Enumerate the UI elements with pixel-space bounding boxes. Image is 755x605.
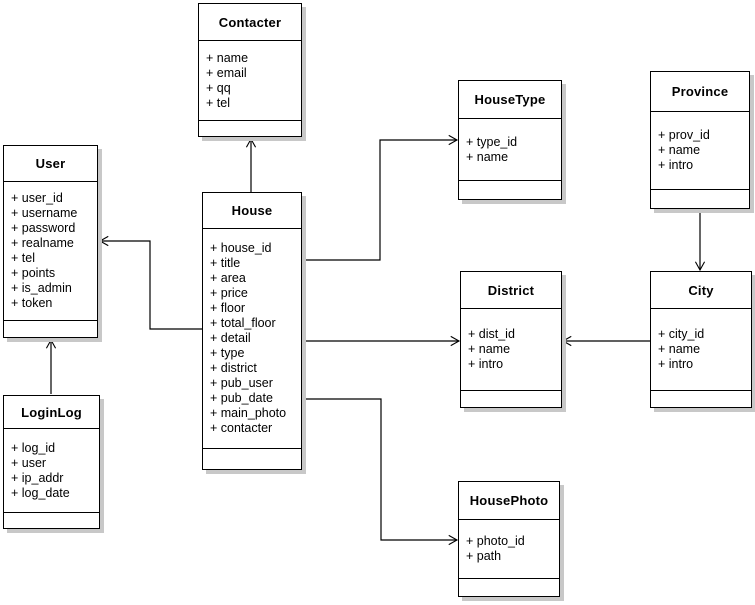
entity-housetype[interactable]: HouseType+ type_id+ name xyxy=(458,80,562,200)
entity-methods-empty-loginlog xyxy=(4,513,99,528)
entity-loginlog[interactable]: LoginLog+ log_id+ user+ ip_addr+ log_dat… xyxy=(3,395,100,529)
entity-attribute: + name xyxy=(466,149,509,164)
entity-attributes-house: + house_id+ title+ area+ price+ floor+ t… xyxy=(203,229,301,449)
entity-attribute: + contacter xyxy=(210,421,273,435)
entity-attribute: + intro xyxy=(658,357,694,371)
entity-attribute: + type_id xyxy=(466,134,518,149)
entity-attribute: + log_date xyxy=(11,485,70,500)
entity-attribute: + token xyxy=(11,296,53,310)
entity-city[interactable]: City+ city_id+ name+ intro xyxy=(650,271,752,408)
entity-contacter[interactable]: Contacter+ name+ email+ qq+ tel xyxy=(198,3,302,137)
entity-user[interactable]: User+ user_id+ username+ password+ realn… xyxy=(3,145,98,338)
entity-attribute: + user_id xyxy=(11,191,63,205)
entity-attributes-city: + city_id+ name+ intro xyxy=(651,309,751,391)
entity-attribute: + area xyxy=(210,271,246,285)
entity-attribute: + intro xyxy=(468,357,504,371)
entity-attributes-user: + user_id+ username+ password+ realname+… xyxy=(4,182,97,321)
entity-attribute: + ip_addr xyxy=(11,470,64,485)
connection-house-housephoto[interactable] xyxy=(302,398,459,546)
entity-attribute: + floor xyxy=(210,301,246,315)
entity-attribute: + realname xyxy=(11,236,74,250)
entity-attribute: + district xyxy=(210,361,257,375)
connection-house-housetype[interactable] xyxy=(302,134,459,261)
entity-province[interactable]: Province+ prov_id+ name+ intro xyxy=(650,71,750,209)
entity-attribute: + photo_id xyxy=(466,534,525,548)
entity-attribute: + prov_id xyxy=(658,128,710,142)
entity-attribute: + tel xyxy=(206,95,230,110)
entity-attribute: + pub_date xyxy=(210,391,273,405)
entity-attributes-contacter: + name+ email+ qq+ tel xyxy=(199,41,301,121)
entity-title-loginlog: LoginLog xyxy=(4,396,99,429)
entity-attribute: + tel xyxy=(11,251,35,265)
entity-attribute: + path xyxy=(466,549,502,563)
entity-housephoto[interactable]: HousePhoto+ photo_id+ path xyxy=(458,481,560,597)
entity-attribute: + name xyxy=(658,342,701,356)
entity-methods-empty-housetype xyxy=(459,181,561,199)
entity-attribute: + name xyxy=(206,50,249,65)
entity-attribute: + total_floor xyxy=(210,316,276,330)
entity-methods-empty-district xyxy=(461,391,561,407)
entity-attribute: + detail xyxy=(210,331,251,345)
entity-title-housephoto: HousePhoto xyxy=(459,482,559,520)
entity-attributes-province: + prov_id+ name+ intro xyxy=(651,112,749,190)
entity-attribute: + price xyxy=(210,286,248,300)
entity-attribute: + title xyxy=(210,256,241,270)
entity-attribute: + password xyxy=(11,221,76,235)
entity-title-district: District xyxy=(461,272,561,309)
entity-attribute: + points xyxy=(11,266,56,280)
entity-methods-empty-province xyxy=(651,190,749,208)
entity-methods-empty-user xyxy=(4,321,97,337)
entity-title-city: City xyxy=(651,272,751,309)
entity-attribute: + is_admin xyxy=(11,281,72,295)
entity-attribute: + intro xyxy=(658,158,694,172)
entity-title-housetype: HouseType xyxy=(459,81,561,119)
entity-attribute: + city_id xyxy=(658,327,705,341)
entity-methods-empty-contacter xyxy=(199,121,301,136)
entity-attribute: + name xyxy=(468,342,511,356)
entity-title-user: User xyxy=(4,146,97,182)
entity-attributes-loginlog: + log_id+ user+ ip_addr+ log_date xyxy=(4,429,99,513)
entity-attribute: + pub_user xyxy=(210,376,273,390)
entity-attribute: + qq xyxy=(206,80,231,95)
entity-attribute: + main_photo xyxy=(210,406,287,420)
entity-title-province: Province xyxy=(651,72,749,112)
entity-attribute: + type xyxy=(210,346,245,360)
entity-methods-empty-housephoto xyxy=(459,579,559,596)
entity-attribute: + log_id xyxy=(11,440,56,455)
entity-methods-empty-city xyxy=(651,391,751,407)
entity-methods-empty-house xyxy=(203,449,301,469)
entity-attribute: + user xyxy=(11,455,47,470)
entity-district[interactable]: District+ dist_id+ name+ intro xyxy=(460,271,562,408)
entity-attribute: + house_id xyxy=(210,241,272,255)
entity-attribute: + dist_id xyxy=(468,327,515,341)
entity-attributes-district: + dist_id+ name+ intro xyxy=(461,309,561,391)
entity-title-contacter: Contacter xyxy=(199,4,301,41)
entity-attribute: + email xyxy=(206,65,247,80)
entity-attribute: + username xyxy=(11,206,78,220)
entity-attribute: + name xyxy=(658,143,701,157)
entity-title-house: House xyxy=(203,193,301,229)
connection-house-user[interactable] xyxy=(98,235,202,330)
entity-attributes-housetype: + type_id+ name xyxy=(459,119,561,181)
entity-house[interactable]: House+ house_id+ title+ area+ price+ flo… xyxy=(202,192,302,470)
entity-attributes-housephoto: + photo_id+ path xyxy=(459,520,559,579)
